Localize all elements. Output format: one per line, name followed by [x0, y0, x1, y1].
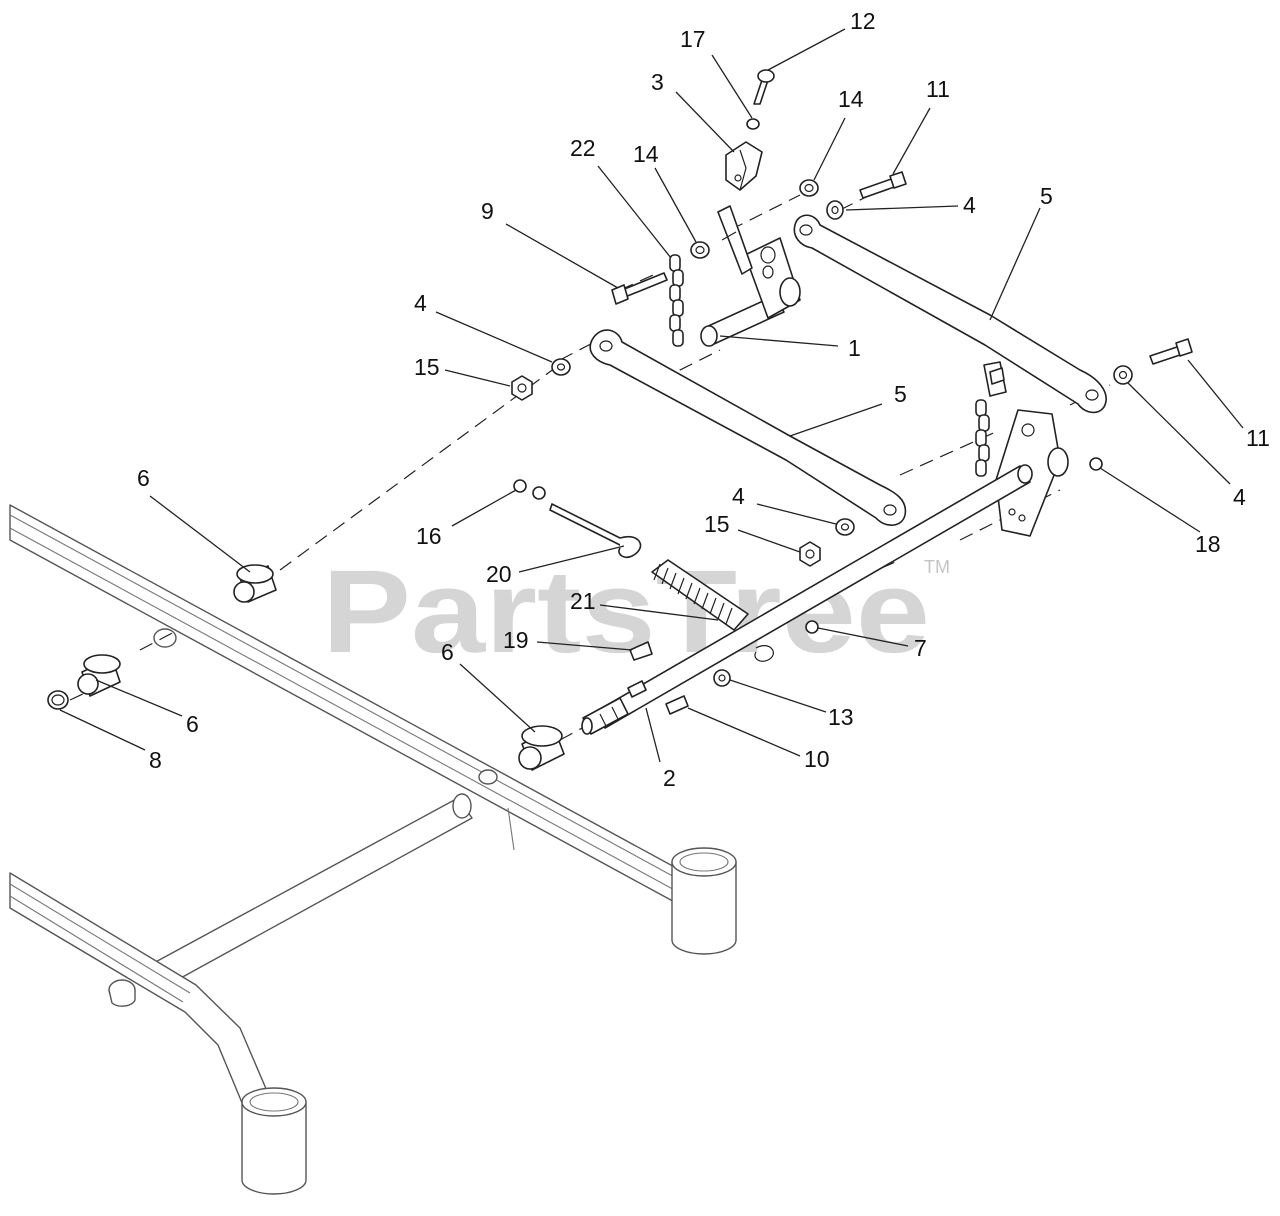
callout-6-c: 6: [441, 639, 454, 665]
main-frame: [9, 504, 737, 1195]
lift-link-part-5-a: [589, 329, 907, 526]
washer-part-4-b: [551, 358, 571, 376]
callout-22: 22: [570, 135, 596, 161]
callout-7: 7: [914, 635, 927, 661]
callout-18: 18: [1195, 531, 1221, 557]
callout-6-b: 6: [186, 711, 199, 737]
lift-shaft-part-2: [581, 464, 1033, 735]
lift-link-part-5-b: [793, 214, 1107, 414]
callout-14-b: 14: [838, 86, 864, 112]
chain-part-22: [669, 254, 684, 347]
washer-part-4-a: [826, 200, 844, 220]
pivot-tube-part-1: [700, 205, 801, 347]
nut-part-14-b: [799, 179, 819, 197]
nut-part-7: [805, 620, 819, 634]
watermark-trademark: TM: [924, 557, 950, 577]
callout-5-b: 5: [894, 381, 907, 407]
bushing-part-6-b: [77, 654, 121, 697]
callout-20: 20: [486, 561, 512, 587]
callout-6-a: 6: [137, 465, 150, 491]
nut-part-16: [513, 479, 546, 500]
retaining-ring-part-8: [47, 690, 69, 710]
bolt-part-9: [611, 272, 668, 305]
callout-4-d: 4: [1233, 484, 1246, 510]
nut-part-15-a: [511, 375, 533, 401]
callout-17: 17: [680, 26, 706, 52]
callout-4-c: 4: [732, 483, 745, 509]
callout-15-b: 15: [704, 511, 730, 537]
bushing-part-6-a: [233, 564, 277, 603]
spring-part-21: [651, 559, 749, 631]
bolt-part-11-a: [859, 171, 907, 199]
key-part-19: [629, 641, 653, 661]
callout-12: 12: [850, 8, 876, 34]
callout-21: 21: [570, 588, 596, 614]
callout-11-b: 11: [1246, 425, 1270, 451]
callout-4-a: 4: [963, 192, 976, 218]
nut-part-14-a: [690, 241, 710, 259]
callout-8: 8: [149, 747, 162, 773]
callout-14-a: 14: [633, 141, 659, 167]
washer-part-4-c: [835, 518, 855, 536]
bolt-part-11-b: [1149, 338, 1193, 365]
bushing-part-6-c: [518, 725, 565, 771]
bolt-part-12: [753, 69, 775, 105]
callout-1: 1: [848, 335, 861, 361]
hook-rod-part-20: [549, 503, 642, 559]
callout-4-b: 4: [414, 290, 427, 316]
nut-part-18: [1089, 457, 1103, 471]
callout-5-a: 5: [1040, 183, 1053, 209]
washer-part-4-d: [1113, 365, 1133, 385]
callout-3: 3: [651, 69, 664, 95]
callout-2: 2: [663, 765, 676, 791]
callout-10: 10: [804, 746, 830, 772]
callout-16: 16: [416, 523, 442, 549]
callout-labels: 12 17 3 14 11 22 14 4 5 9 4 1 15 5 11 6 …: [137, 8, 1270, 791]
nut-part-17: [746, 118, 760, 130]
callout-13: 13: [828, 704, 854, 730]
callout-15-a: 15: [414, 354, 440, 380]
callout-19: 19: [503, 627, 529, 653]
callout-9: 9: [481, 198, 494, 224]
washer-part-13: [713, 669, 731, 687]
watermark-text: PartsTree: [322, 546, 930, 678]
nut-part-15-b: [799, 541, 821, 567]
spring-hook: [754, 645, 774, 662]
leader-lines: [59, 28, 1244, 763]
bolt-part-10: [665, 695, 689, 715]
bracket-part-3: [725, 141, 763, 191]
callout-11-a: 11: [926, 76, 950, 102]
